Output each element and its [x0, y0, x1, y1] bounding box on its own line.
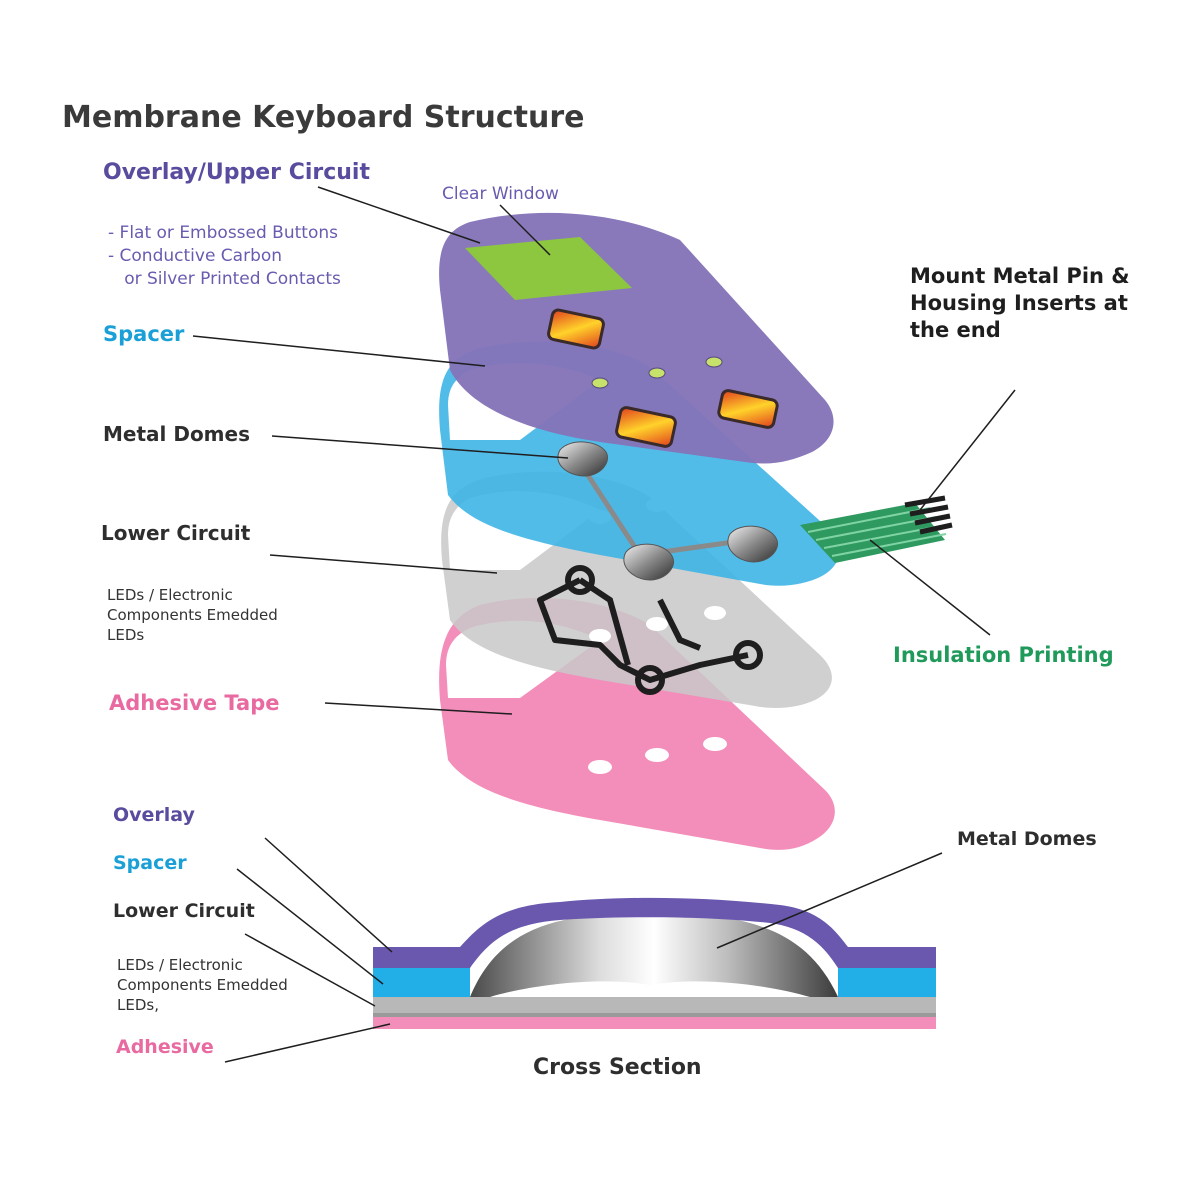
cs-adhesive-label: Adhesive [116, 1036, 214, 1058]
metal-domes-label: Metal Domes [103, 422, 250, 446]
clear-window-label: Clear Window [442, 184, 559, 204]
cs-spacer-label: Spacer [113, 852, 187, 874]
leds-note: LEDs / Electronic Components Emedded LED… [107, 586, 278, 644]
insulation-printing-label: Insulation Printing [893, 643, 1114, 667]
overlay-details: - Flat or Embossed Buttons - Conductive … [108, 223, 341, 289]
cs-lower-circuit-label: Lower Circuit [113, 900, 255, 922]
mount-note: Mount Metal Pin & Housing Inserts at the… [910, 264, 1130, 342]
cross-section-diagram [373, 897, 936, 1029]
cs-metal-domes-label: Metal Domes [957, 828, 1097, 850]
cs-leds-note: LEDs / Electronic Components Emedded LED… [117, 956, 288, 1014]
cs-overlay-label: Overlay [113, 804, 195, 826]
cross-section-caption: Cross Section [533, 1055, 702, 1080]
overlay-layer [439, 212, 834, 464]
adhesive-tape-label: Adhesive Tape [109, 691, 280, 715]
spacer-label: Spacer [103, 322, 185, 346]
leader-lines [192, 186, 1016, 715]
clear-window-shape [465, 237, 632, 300]
cross-section-leader-lines [224, 837, 943, 1063]
overlay-heading: Overlay/Upper Circuit [103, 160, 370, 185]
metal-domes [557, 441, 778, 581]
diagram-title: Membrane Keyboard Structure [62, 100, 585, 135]
lower-circuit-label: Lower Circuit [101, 521, 251, 545]
